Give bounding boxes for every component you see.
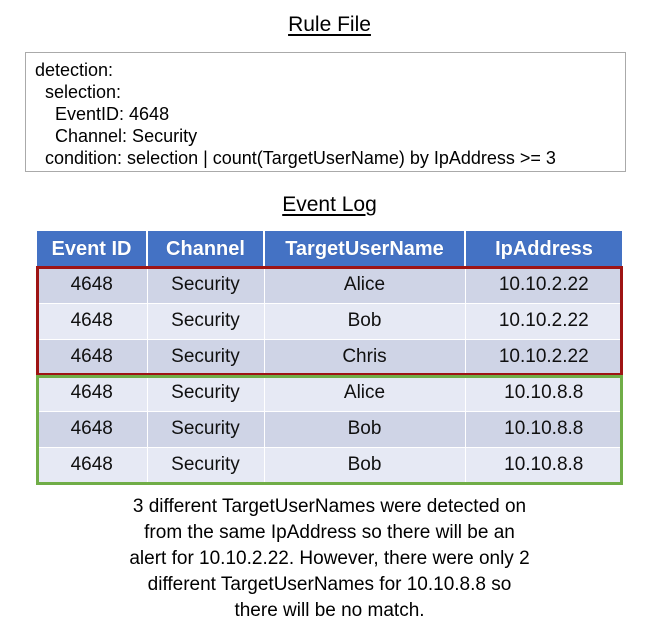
table-row: 4648 Security Bob 10.10.8.8 — [37, 447, 622, 484]
cell-channel: Security — [146, 303, 265, 340]
cell-channel: Security — [146, 375, 265, 412]
column-header-target-user-name: TargetUserName — [263, 231, 466, 267]
caption-line-3: alert for 10.10.2.22. However, there wer… — [129, 548, 530, 569]
caption-line-1: 3 different TargetUserNames were detecte… — [132, 496, 527, 517]
table-row: 4648 Security Bob 10.10.2.22 — [37, 303, 622, 340]
column-header-channel: Channel — [146, 231, 265, 267]
table-row: 4648 Security Bob 10.10.8.8 — [37, 411, 622, 448]
event-log-title-text: Event Log — [282, 193, 377, 216]
rule-line-condition: condition: selection | count(TargetUserN… — [35, 148, 556, 168]
cell-event-id: 4648 — [37, 339, 148, 376]
caption-line-4: different TargetUserNames for 10.10.8.8 … — [147, 574, 512, 595]
cell-target-user-name: Alice — [263, 375, 466, 412]
table-row: 4648 Security Alice 10.10.2.22 — [37, 267, 622, 304]
cell-channel: Security — [146, 339, 265, 376]
column-header-ip-address: IpAddress — [464, 231, 622, 267]
cell-ip-address: 10.10.2.22 — [464, 339, 622, 376]
cell-channel: Security — [146, 411, 265, 448]
table-header-row: Event ID Channel TargetUserName IpAddres… — [37, 231, 622, 267]
cell-target-user-name: Bob — [263, 303, 466, 340]
cell-event-id: 4648 — [37, 411, 148, 448]
cell-ip-address: 10.10.8.8 — [464, 447, 622, 484]
cell-ip-address: 10.10.8.8 — [464, 411, 622, 448]
cell-ip-address: 10.10.2.22 — [464, 303, 622, 340]
cell-ip-address: 10.10.8.8 — [464, 375, 622, 412]
cell-channel: Security — [146, 447, 265, 484]
rule-file-box: detection: selection: EventID: 4648 Chan… — [25, 52, 626, 172]
cell-target-user-name: Bob — [263, 447, 466, 484]
explanation-caption: 3 different TargetUserNames were detecte… — [35, 494, 624, 624]
cell-event-id: 4648 — [37, 303, 148, 340]
table-row: 4648 Security Alice 10.10.8.8 — [37, 375, 622, 412]
cell-event-id: 4648 — [37, 447, 148, 484]
cell-event-id: 4648 — [37, 267, 148, 304]
rule-line-detection: detection: — [35, 60, 114, 80]
cell-target-user-name: Alice — [263, 267, 466, 304]
rule-file-title: Rule File — [0, 12, 659, 38]
rule-line-channel: Channel: Security — [35, 126, 198, 146]
column-header-event-id: Event ID — [37, 231, 148, 267]
cell-event-id: 4648 — [37, 375, 148, 412]
cell-target-user-name: Bob — [263, 411, 466, 448]
table-row: 4648 Security Chris 10.10.2.22 — [37, 339, 622, 376]
cell-target-user-name: Chris — [263, 339, 466, 376]
caption-line-2: from the same IpAddress so there will be… — [144, 522, 515, 543]
event-log-table: Event ID Channel TargetUserName IpAddres… — [37, 231, 622, 484]
caption-line-5: there will be no match. — [234, 600, 425, 621]
cell-channel: Security — [146, 267, 265, 304]
rule-line-selection: selection: — [35, 82, 122, 102]
cell-ip-address: 10.10.2.22 — [464, 267, 622, 304]
event-log-title: Event Log — [0, 192, 659, 218]
rule-line-eventid: EventID: 4648 — [35, 104, 170, 124]
rule-file-title-text: Rule File — [288, 13, 371, 36]
